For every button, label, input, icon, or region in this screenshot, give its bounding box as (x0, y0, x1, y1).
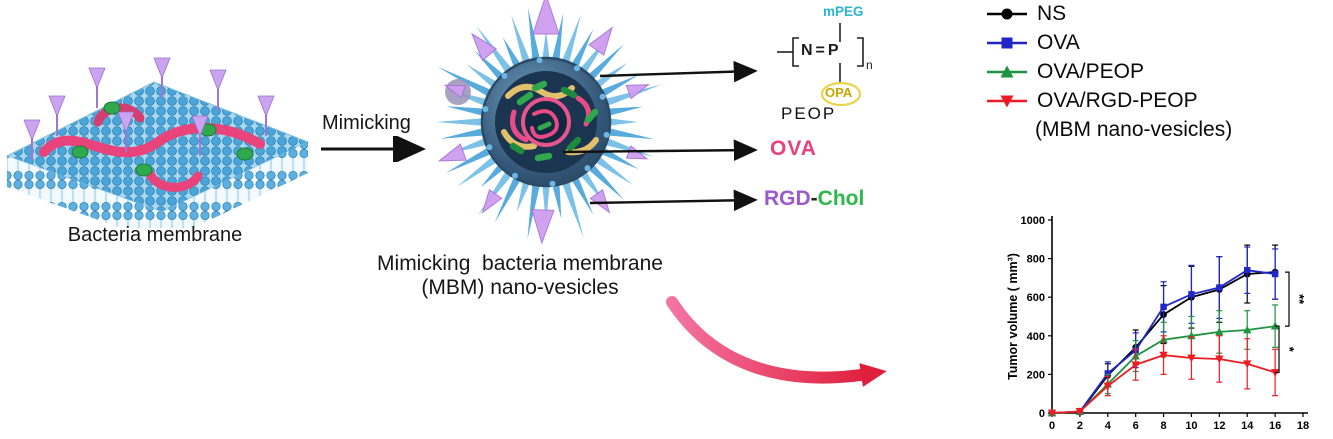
svg-text:**: ** (1292, 294, 1307, 305)
bacteria-membrane-caption: Bacteria membrane (67, 224, 243, 246)
svg-text:1000: 1000 (1021, 215, 1045, 227)
result-flow-arrow (666, 296, 887, 387)
peop-structure: mPEG N=P n OPA PEOP (765, 0, 900, 132)
svg-text:4: 4 (1105, 420, 1112, 432)
rgd-part: RGD (764, 187, 811, 210)
opa-label: OPA (825, 85, 853, 100)
svg-text:2: 2 (1077, 420, 1083, 432)
ns-marker-icon (985, 4, 1029, 24)
rgd-chol-label: RGD-Chol (764, 187, 864, 211)
legend-item-ova-peop: OVA/PEOP (985, 60, 1232, 84)
chart-legend: NS OVA OVA/PEOP OVA/RGD-PEOP (MBM nano-v… (985, 2, 1232, 142)
svg-text:10: 10 (1185, 420, 1197, 432)
legend-label-ova-rgd-peop: OVA/RGD-PEOP (1037, 89, 1198, 112)
svg-text:14: 14 (1241, 420, 1254, 432)
legend-item-ova: OVA (985, 31, 1232, 55)
svg-text:0: 0 (1039, 408, 1045, 420)
svg-text:18: 18 (1297, 420, 1309, 432)
svg-text:6: 6 (1133, 420, 1139, 432)
mpeg-label: mPEG (823, 4, 864, 19)
ova-pointer-arrow (562, 139, 758, 162)
svg-text:12: 12 (1213, 420, 1225, 432)
legend-label-ns: NS (1037, 2, 1067, 25)
component-annotation-arrows (562, 60, 758, 212)
rgd-pointer-arrow (589, 189, 758, 212)
repeat-subscript: n (866, 58, 873, 72)
svg-text:0: 0 (1049, 420, 1055, 432)
legend-item-ns: NS (985, 2, 1232, 26)
legend-label-ova-peop: OVA/PEOP (1037, 60, 1144, 83)
ova-marker-icon (985, 33, 1029, 53)
peop-structure-bonds (777, 23, 864, 107)
dash-part: - (810, 187, 818, 210)
svg-text:Tumor volume ( mm³): Tumor volume ( mm³) (1006, 253, 1020, 380)
svg-text:200: 200 (1027, 369, 1045, 381)
svg-text:8: 8 (1160, 420, 1166, 432)
legend-item-ova-rgd-peop: OVA/RGD-PEOP (985, 89, 1232, 113)
ova-peop-marker-icon (985, 62, 1029, 82)
svg-text:400: 400 (1027, 331, 1045, 343)
mimicking-arrow-icon (321, 136, 426, 162)
ova-label: OVA (770, 137, 817, 160)
vesicle-caption-line1: Mimicking bacteria membrane (377, 252, 663, 275)
peop-label: PEOP (781, 104, 837, 123)
vesicle-caption-line2: (MBM) nano-vesicles (421, 276, 619, 299)
mimicking-label: Mimicking (322, 112, 411, 134)
chol-part: Chol (817, 187, 865, 210)
mbm-vesicle-illustration (436, 0, 662, 245)
legend-label-ova: OVA (1037, 31, 1080, 54)
peop-pointer-arrow (599, 60, 758, 83)
svg-text:600: 600 (1027, 292, 1045, 304)
legend-subtitle: (MBM nano-vesicles) (1035, 118, 1233, 141)
polymer-formula: N=P (801, 42, 842, 59)
svg-text:800: 800 (1027, 254, 1045, 266)
svg-text:*: * (1282, 347, 1297, 353)
ova-rgd-peop-marker-icon (985, 91, 1029, 111)
tumor-volume-chart: 0 200 400 600 800 1000 0 2 4 6 8 10 12 1… (1006, 215, 1309, 432)
svg-text:16: 16 (1269, 420, 1281, 432)
bacteria-membrane-illustration (5, 57, 310, 228)
